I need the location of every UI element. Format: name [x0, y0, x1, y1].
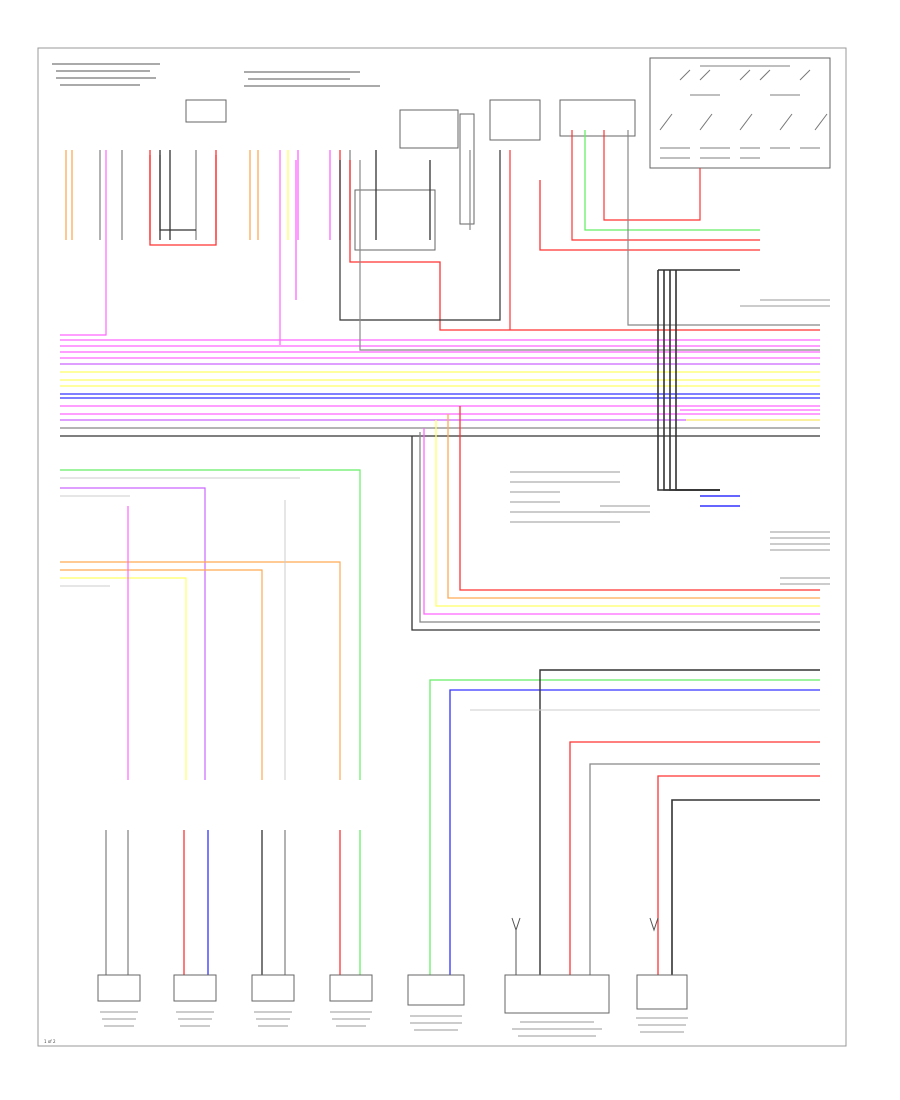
tweeter-right-front [173, 974, 217, 1002]
header-block-middle [244, 71, 380, 87]
bottom-component-labels [100, 1011, 688, 1037]
wire-46 [584, 130, 760, 231]
wire-68 [60, 561, 341, 780]
wire-84 [539, 669, 820, 975]
steering-switch-box [649, 57, 831, 169]
wire-69 [60, 569, 263, 780]
module-box-3 [559, 99, 636, 137]
wire-45 [571, 130, 760, 241]
speaker-left-front [251, 974, 295, 1002]
wire-88 [671, 799, 820, 975]
footer-code: 1 of 2 [44, 1039, 56, 1044]
wire-44 [539, 180, 760, 251]
module-box-2 [489, 99, 541, 141]
right-labels [600, 299, 830, 585]
wire-66 [60, 487, 206, 780]
wire-61 [423, 428, 820, 615]
wire-86 [589, 763, 820, 975]
bottom-components [97, 974, 688, 1014]
wire-85 [569, 741, 820, 975]
tweeter-left-front [329, 974, 373, 1002]
wire-82 [429, 679, 820, 975]
wire-39 [339, 150, 501, 321]
speaker-right-front [97, 974, 141, 1002]
data-control-module [504, 974, 610, 1014]
wire-40 [359, 160, 820, 351]
diagram-frame [37, 47, 847, 1047]
wire-60 [435, 420, 820, 607]
wire-38 [349, 160, 820, 331]
antenna-icon [511, 917, 659, 975]
wire-62 [411, 436, 820, 631]
wire-33 [149, 155, 217, 246]
wire-64 [60, 469, 361, 780]
microphone-module [407, 974, 465, 1006]
wire-layer [60, 130, 820, 975]
wire-52 [675, 270, 720, 491]
wire-58 [459, 406, 820, 591]
header-block-left [52, 63, 160, 86]
wire-34 [159, 155, 196, 231]
wire-47 [603, 130, 701, 221]
wire-70 [60, 577, 187, 780]
switch-labels [660, 65, 820, 159]
switch-contacts [659, 69, 828, 131]
wire-87 [657, 775, 820, 975]
wire-36 [60, 150, 107, 336]
splice-legend [510, 471, 620, 523]
wire-48 [627, 130, 820, 326]
wire-83 [449, 689, 820, 975]
wire-59 [447, 414, 820, 599]
module-box-4 [354, 189, 436, 251]
module-box-1 [399, 109, 459, 149]
wire-63 [419, 432, 820, 623]
antenna-module [636, 974, 688, 1010]
module-box-5 [185, 99, 227, 123]
module-box-6 [459, 113, 475, 225]
